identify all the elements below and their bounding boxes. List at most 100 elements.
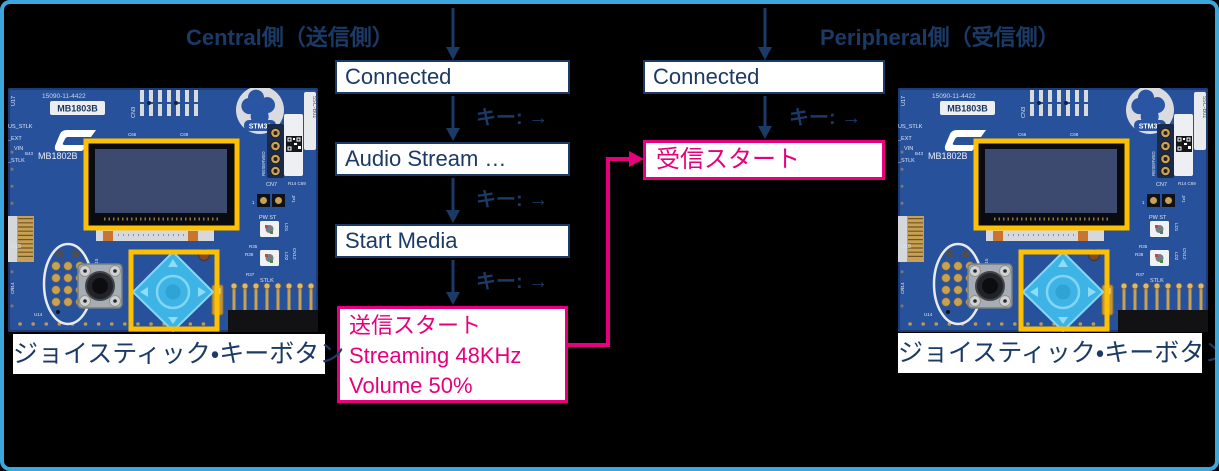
stlk2-label: STLK [1150, 278, 1164, 284]
serial-label: 15090-11-4422 [42, 93, 86, 100]
qr-sticker [1174, 114, 1193, 176]
u15-label: U15 [11, 244, 21, 250]
b43-label: B43 [915, 151, 924, 156]
u17-label: U17 [11, 96, 17, 106]
ext-label: _EXT [898, 136, 912, 142]
led-ld1: LD1 [260, 221, 289, 237]
vin-label: VIN [904, 146, 913, 152]
ext-label: _EXT [8, 136, 22, 142]
cn3-label: CN3 [1021, 107, 1027, 118]
solder-pads [140, 90, 198, 116]
side-sticker-label: 5SC-B01 [1201, 96, 1207, 118]
pw-st-label: PW ST [1149, 215, 1167, 221]
key-hint-peripheral: キー: → [789, 107, 862, 129]
c68-label: C68 [180, 132, 189, 137]
joystick [132, 251, 214, 332]
push-button [77, 263, 123, 309]
fpc-connector [8, 216, 34, 262]
svg-text:1: 1 [252, 200, 255, 205]
stm32-medallion: STM32 [236, 86, 284, 134]
svg-text:STM32: STM32 [249, 124, 272, 131]
r14c69-label: R14 C69 [1178, 181, 1196, 186]
edge-sticker [1194, 92, 1206, 150]
u17-label: U17 [901, 96, 907, 106]
cn14-label: CN14 [900, 282, 905, 294]
cn14-label: CN14 [10, 282, 15, 294]
u14-label: U14 [924, 312, 933, 317]
display-highlight [83, 138, 240, 231]
svg-text:STM32: STM32 [1139, 124, 1162, 131]
cn7-label: CN7 [1156, 182, 1167, 188]
key-hint-1: キー: → [476, 107, 549, 129]
us-stlk-label: US_STLK [8, 124, 33, 130]
r38-label: R38 [1135, 252, 1144, 257]
c66-label: C66 [1018, 132, 1027, 137]
r37-label: R37 [246, 272, 255, 277]
led-ld2: LD2 [1150, 250, 1179, 266]
oled-display [86, 142, 236, 241]
svg-text:LD2: LD2 [284, 252, 289, 261]
stm32-board-image: CN3 15090-11-4422 MB1803B U17 MB1802B US… [7, 86, 318, 332]
svg-text:LD1: LD1 [284, 223, 289, 232]
final-line-1: 送信スタート [349, 313, 482, 338]
us-stlk-label: US_STLK [898, 124, 923, 130]
reserved-connector: RESERVED [261, 124, 284, 178]
peripheral-board-photo: CN3 15090-11-4422 MB1803B U17 MB1802B US… [897, 86, 1208, 332]
u14-label: U14 [34, 312, 43, 317]
oled-display [976, 142, 1126, 241]
r35-label: R35 [249, 244, 258, 249]
central-board-caption: ジョイスティック・キーボタン [13, 334, 344, 374]
peripheral-side-label: Peripheral側（受信側） [820, 25, 1060, 50]
jp1-jumper: 1 JP1 [252, 194, 296, 207]
peripheral-final-box: 受信スタート [643, 140, 885, 180]
central-step-connected: Connected [335, 60, 570, 94]
svg-text:RESERVED: RESERVED [261, 151, 266, 176]
pw-st-label: PW ST [259, 215, 277, 221]
r37-label: R37 [1136, 272, 1145, 277]
reserved-connector: RESERVED [1151, 124, 1174, 178]
mb1802b-label: MB1802B [38, 151, 78, 161]
mb1803b-sticker: MB1803B [940, 101, 995, 115]
r35-label: R35 [1139, 244, 1148, 249]
central-side-label: Central側（送信側） [186, 25, 394, 50]
svg-text:LD2: LD2 [1174, 252, 1179, 261]
central-step-start-media: Start Media [335, 224, 570, 258]
svg-text:JP1: JP1 [291, 195, 296, 203]
stm32-board-image: CN3 15090-11-4422 MB1803B U17 MB1802B US… [897, 86, 1208, 332]
mb1803b-sticker: MB1803B [50, 101, 105, 115]
svg-text:MB1803B: MB1803B [947, 104, 988, 114]
pin-header [228, 282, 318, 332]
stlk-label: _STLK [8, 158, 25, 164]
navy-arrows [451, 8, 767, 296]
c68-label: C68 [1070, 132, 1079, 137]
solder-pads [1030, 90, 1088, 116]
central-final-box: 送信スタート Streaming 48KHz Volume 50% [337, 306, 568, 403]
led-ld2: LD2 [260, 250, 289, 266]
svg-text:LD1: LD1 [1174, 223, 1179, 232]
side-sticker-label: 5SC-B01 [311, 96, 317, 118]
central-step-audio-stream: Audio Stream … [335, 142, 570, 176]
jp1-jumper: 1 JP1 [1142, 194, 1186, 207]
cn12-label: CN12 [292, 248, 297, 260]
key-hint-2: キー: → [476, 189, 549, 211]
r38-label: R38 [245, 252, 254, 257]
stlk2-label: STLK [260, 278, 274, 284]
cn3-label: CN3 [131, 107, 137, 118]
final-line-3: Volume 50% [349, 373, 473, 398]
led-ld1: LD1 [1150, 221, 1179, 237]
mb1802b-label: MB1802B [928, 151, 968, 161]
joystick-highlight [1018, 249, 1110, 332]
u15-label: U15 [901, 244, 911, 250]
svg-text:1: 1 [1142, 200, 1145, 205]
central-board-photo: CN3 15090-11-4422 MB1803B U17 MB1802B US… [7, 86, 318, 332]
push-button [967, 263, 1013, 309]
qr-sticker [284, 114, 303, 176]
peripheral-board-caption: ジョイスティック・キーボタン [898, 333, 1219, 373]
vin-label: VIN [14, 146, 23, 152]
final-line-2: Streaming 48KHz [349, 343, 522, 368]
cn7-label: CN7 [266, 182, 277, 188]
key-hint-3: キー: → [476, 271, 549, 293]
pink-connector [568, 151, 644, 347]
